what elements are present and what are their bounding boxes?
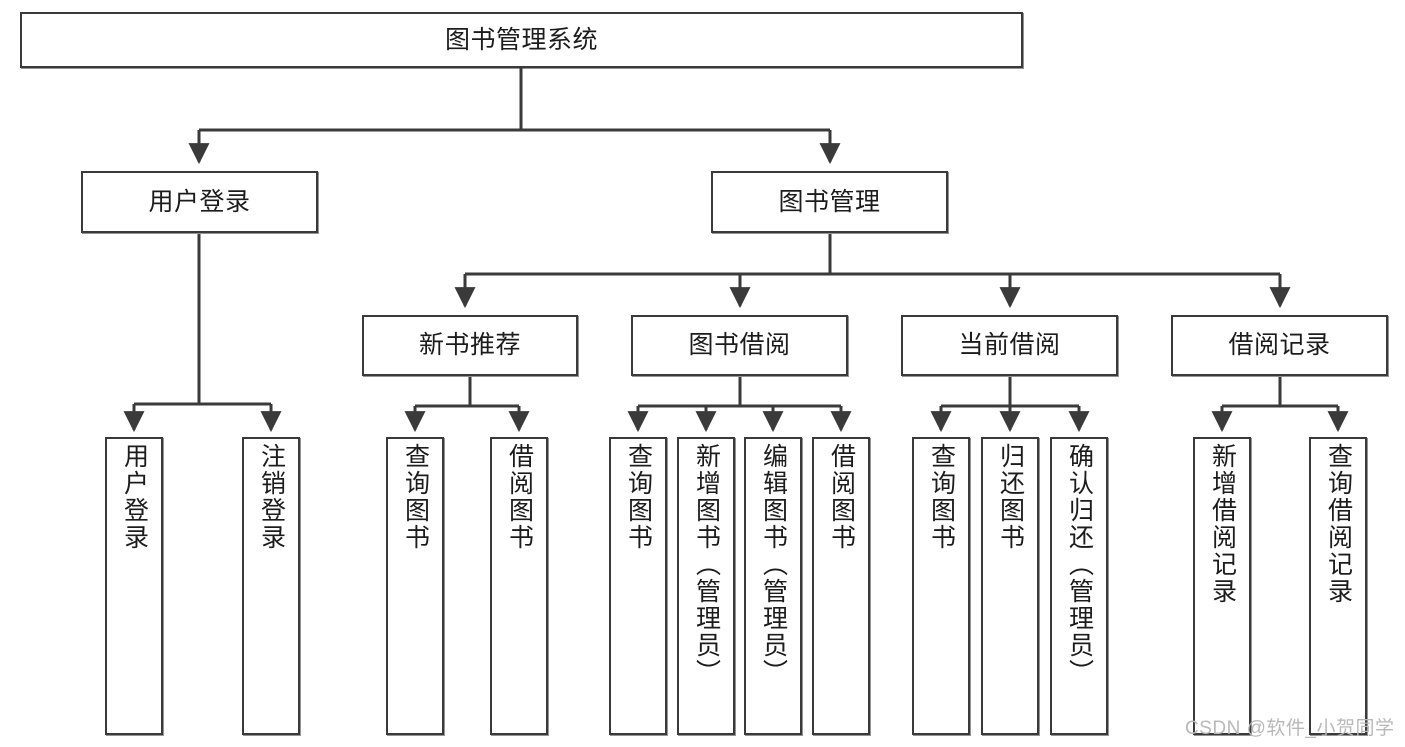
node-label: 当前借阅 [958, 331, 1061, 360]
node-user-login[interactable]: 用户登录 [81, 171, 318, 233]
node-label: 图书管理系统 [444, 25, 598, 54]
node-label: 注销登录 [257, 443, 286, 551]
node-label: 图书管理 [778, 187, 881, 216]
node-label: 借阅图书 [505, 443, 534, 551]
leaf-query-borrow-record[interactable]: 查询借阅记录 [1309, 437, 1367, 735]
leaf-borrow-book-recommendation[interactable]: 借阅图书 [490, 437, 548, 735]
leaf-query-book-recommendation[interactable]: 查询图书 [386, 437, 444, 735]
node-label: 借阅记录 [1228, 331, 1331, 360]
node-current-borrowing[interactable]: 当前借阅 [901, 315, 1118, 376]
leaf-logout[interactable]: 注销登录 [242, 437, 300, 735]
node-label: 新书推荐 [418, 331, 521, 360]
leaf-return-book[interactable]: 归还图书 [981, 437, 1039, 735]
leaf-borrow-book[interactable]: 借阅图书 [812, 437, 870, 735]
node-label: 用户登录 [148, 187, 251, 216]
leaf-query-book-current[interactable]: 查询图书 [912, 437, 970, 735]
node-label: 用户登录 [120, 443, 149, 551]
node-label: 查询图书 [624, 443, 653, 551]
leaf-add-borrow-record[interactable]: 新增借阅记录 [1193, 437, 1251, 735]
node-label: 借阅图书 [827, 443, 856, 551]
node-root-library-system[interactable]: 图书管理系统 [20, 12, 1023, 68]
node-label: 图书借阅 [688, 331, 791, 360]
node-new-book-recommendation[interactable]: 新书推荐 [362, 315, 578, 376]
leaf-add-book-admin[interactable]: 新增图书（管理员） [677, 437, 735, 735]
node-label: 新增图书（管理员） [692, 443, 721, 686]
node-label: 查询图书 [927, 443, 956, 551]
node-book-management[interactable]: 图书管理 [711, 171, 948, 233]
node-label: 新增借阅记录 [1208, 443, 1237, 605]
leaf-edit-book-admin[interactable]: 编辑图书（管理员） [744, 437, 802, 735]
node-label: 确认归还（管理员） [1065, 443, 1094, 686]
leaf-user-login[interactable]: 用户登录 [105, 437, 163, 735]
node-book-borrowing[interactable]: 图书借阅 [631, 315, 848, 376]
node-borrowing-records[interactable]: 借阅记录 [1171, 315, 1388, 376]
node-label: 归还图书 [996, 443, 1025, 551]
watermark-csdn: CSDN @软件_小贺同学 [1185, 718, 1395, 739]
node-label: 查询借阅记录 [1324, 443, 1353, 605]
leaf-confirm-return-admin[interactable]: 确认归还（管理员） [1050, 437, 1108, 735]
leaf-query-book-borrowing[interactable]: 查询图书 [609, 437, 667, 735]
node-label: 查询图书 [401, 443, 430, 551]
node-label: 编辑图书（管理员） [759, 443, 788, 686]
